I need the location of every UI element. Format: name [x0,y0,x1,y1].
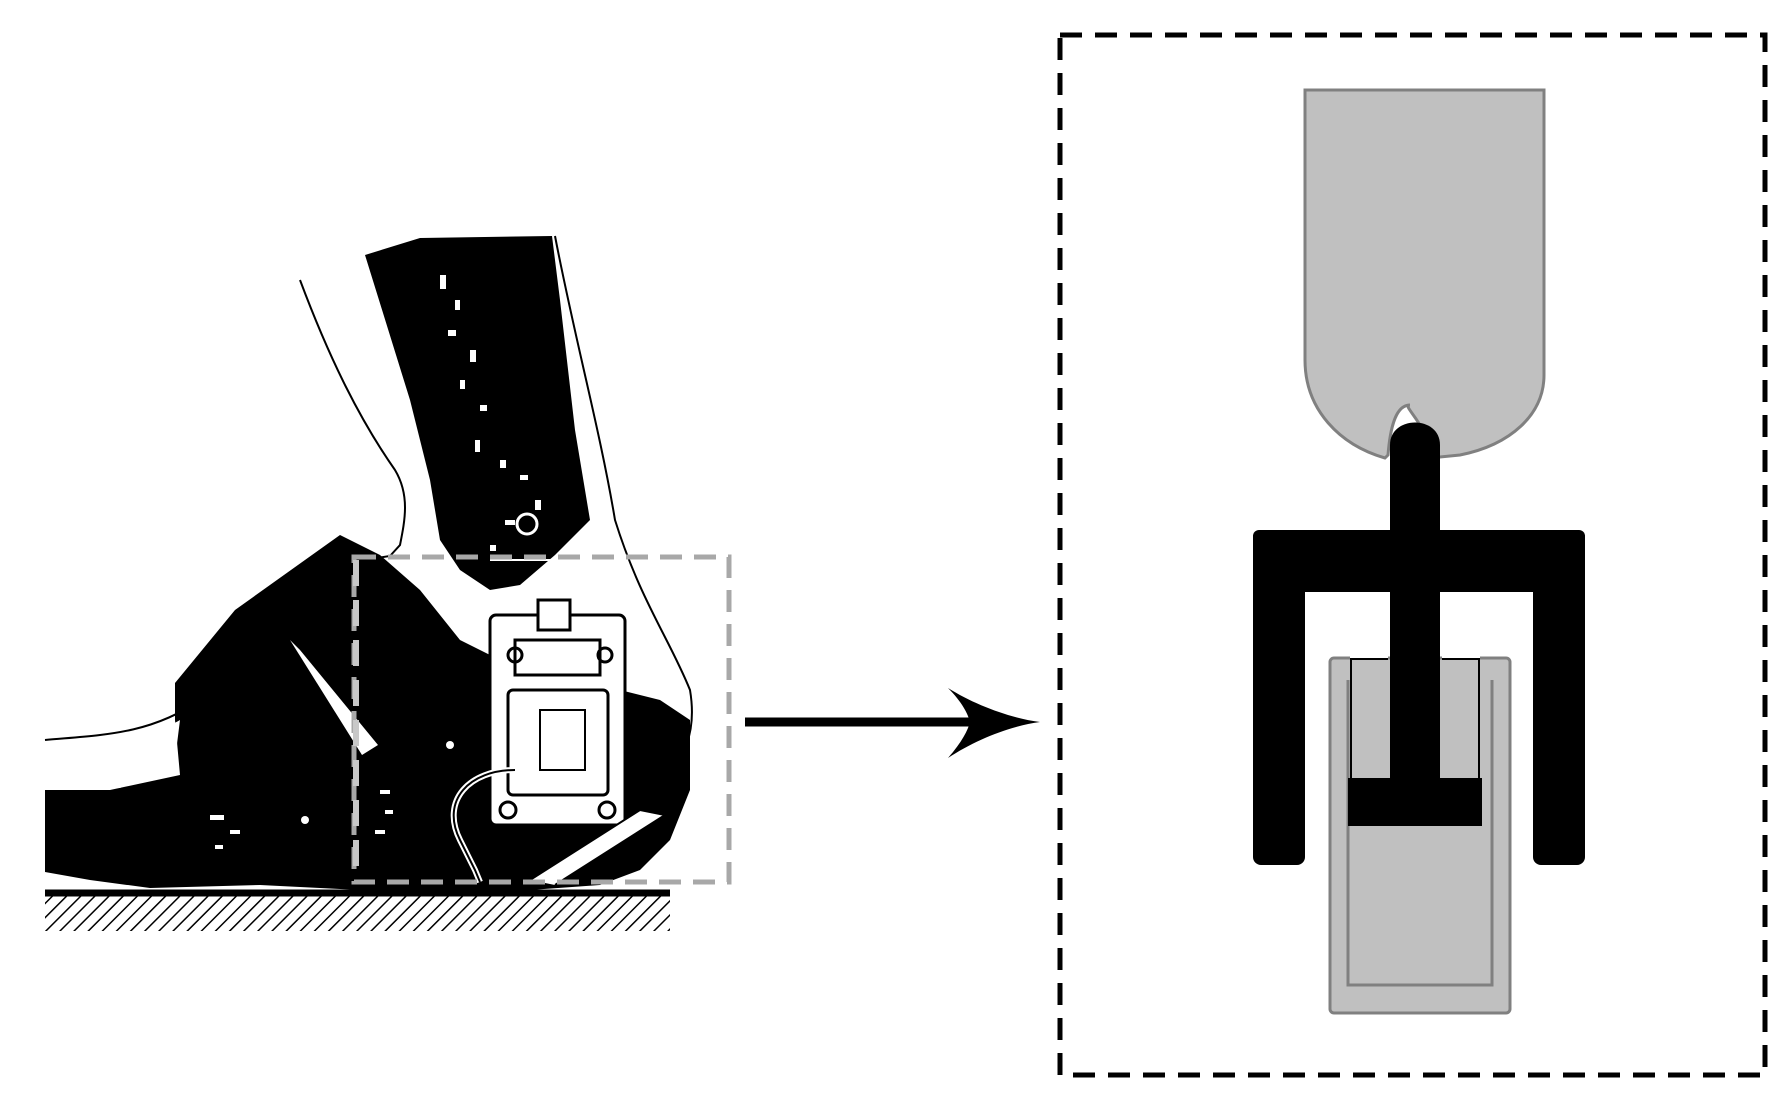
pylon-texture [440,275,570,561]
prosthetic-foot-illustration [44,235,732,931]
ankle-mechanism-schematic [1057,32,1768,1078]
selection-box [351,554,732,885]
foot-texture [210,741,454,849]
leg-outline-back [299,279,406,566]
pylon [365,236,590,590]
schematic-frame [1057,32,1768,1078]
housing-inner [1350,592,1480,778]
upper-socket [1303,88,1546,460]
ankle-device-photo [488,598,627,827]
arrow-right-icon [745,688,1040,758]
sole-wire [529,808,668,886]
ground-hatching [45,889,670,931]
shoe-toe-white [45,720,180,790]
